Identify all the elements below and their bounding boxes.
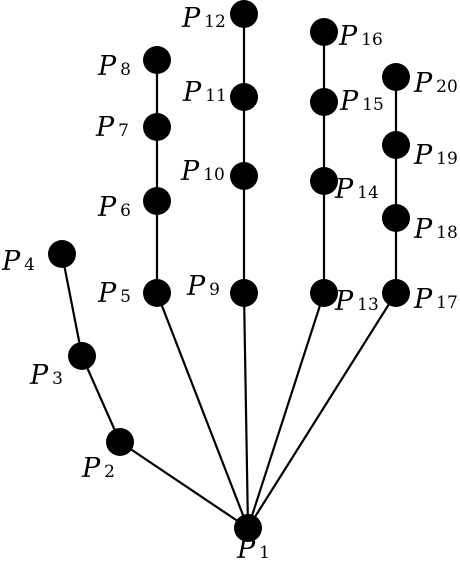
- keypoint-p5: [143, 279, 171, 307]
- label-number: 15: [362, 95, 384, 115]
- keypoint-p17: [382, 279, 410, 307]
- keypoint-p7: [143, 113, 171, 141]
- label-number: 4: [24, 255, 35, 275]
- keypoint-p2: [106, 428, 134, 456]
- label-prefix: P: [186, 271, 206, 302]
- edge-p1-p2: [119, 441, 249, 529]
- keypoint-p20: [382, 63, 410, 91]
- label-prefix: P: [413, 284, 433, 315]
- keypoint-p11: [230, 83, 258, 111]
- label-prefix: P: [95, 112, 115, 143]
- label-number: 16: [361, 30, 383, 50]
- label-prefix: P: [29, 360, 49, 391]
- label-number: 18: [436, 223, 458, 243]
- label-prefix: P: [413, 68, 433, 99]
- label-number: 17: [436, 293, 458, 313]
- label-prefix: P: [334, 174, 354, 205]
- label-prefix: P: [338, 21, 358, 52]
- edge-p1-p13: [246, 292, 326, 529]
- label-number: 3: [52, 369, 63, 389]
- edge-p1-p17: [247, 292, 397, 529]
- label-number: 11: [205, 86, 227, 106]
- label-prefix: P: [339, 86, 359, 117]
- keypoint-p8: [143, 46, 171, 74]
- label-number: 7: [118, 121, 129, 141]
- keypoint-p4: [48, 240, 76, 268]
- keypoint-p10: [230, 162, 258, 190]
- keypoint-p6: [143, 187, 171, 215]
- label-number: 13: [357, 295, 379, 315]
- keypoint-p15: [310, 88, 338, 116]
- edge-p2-p3: [80, 355, 122, 443]
- keypoint-p16: [310, 18, 338, 46]
- label-prefix: P: [1, 246, 21, 277]
- label-prefix: P: [180, 156, 200, 187]
- label-prefix: P: [413, 140, 433, 171]
- edge-p3-p4: [60, 253, 84, 357]
- label-number: 5: [120, 287, 131, 307]
- edge-p1-p5: [155, 292, 250, 529]
- keypoint-p19: [382, 131, 410, 159]
- keypoint-p18: [382, 204, 410, 232]
- keypoint-p12: [230, 0, 258, 28]
- label-number: 20: [436, 77, 458, 97]
- keypoint-p1: [234, 514, 262, 542]
- label-prefix: P: [182, 77, 202, 108]
- label-prefix: P: [97, 51, 117, 82]
- label-prefix: P: [236, 534, 256, 565]
- keypoint-p14: [310, 167, 338, 195]
- label-number: 14: [357, 183, 379, 203]
- label-prefix: P: [334, 286, 354, 317]
- label-number: 1: [259, 543, 270, 563]
- label-number: 6: [120, 201, 131, 221]
- label-number: 12: [204, 12, 226, 32]
- label-number: 2: [104, 462, 115, 482]
- label-prefix: P: [413, 214, 433, 245]
- label-number: 9: [209, 280, 220, 300]
- label-prefix: P: [97, 278, 117, 309]
- keypoint-p13: [310, 279, 338, 307]
- keypoint-p3: [68, 342, 96, 370]
- label-prefix: P: [181, 3, 201, 34]
- label-prefix: P: [97, 192, 117, 223]
- edge-p1-p9: [242, 292, 250, 529]
- nodes-layer: [48, 0, 410, 542]
- keypoint-p9: [230, 279, 258, 307]
- label-number: 19: [436, 149, 458, 169]
- label-number: 10: [203, 165, 225, 185]
- label-prefix: P: [81, 453, 101, 484]
- label-number: 8: [120, 60, 131, 80]
